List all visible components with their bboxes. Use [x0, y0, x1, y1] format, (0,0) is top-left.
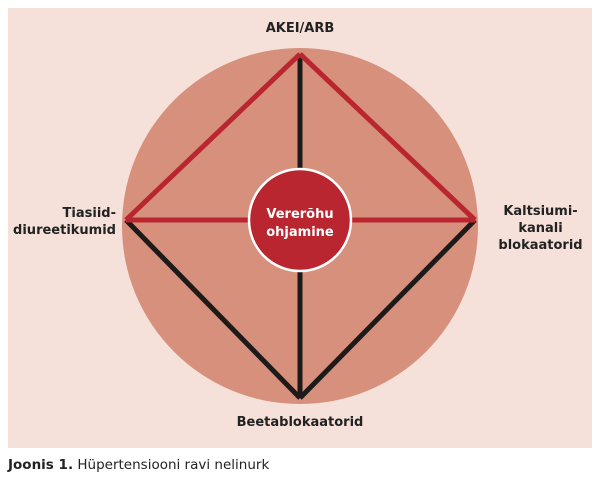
- label-left-line2: diureetikumid: [13, 223, 116, 238]
- label-right: Kaltsiumi- kanali blokaatorid: [488, 203, 593, 254]
- label-right-line3: blokaatorid: [498, 238, 583, 253]
- caption-label: Joonis 1.: [8, 457, 74, 473]
- edge-top-right: [298, 52, 477, 222]
- label-right-line2: kanali: [518, 221, 563, 236]
- center-label-line2: ohjamine: [266, 225, 334, 240]
- label-right-line1: Kaltsiumi-: [503, 204, 578, 219]
- edge-left-bottom: [124, 218, 302, 400]
- label-top: AKEI/ARB: [265, 21, 335, 36]
- center-label-line1: Vererõhu: [266, 207, 333, 222]
- figure-caption: Joonis 1. Hüpertensiooni ravi nelinurk: [8, 457, 269, 473]
- label-left: Tiasiid- diureetikumid: [13, 205, 116, 239]
- edge-top-left: [124, 52, 302, 222]
- center-circle: [247, 167, 353, 273]
- edge-right-bottom: [298, 218, 477, 400]
- label-bottom: Beetablokaatorid: [236, 415, 364, 430]
- caption-text: Hüpertensiooni ravi nelinurk: [73, 457, 270, 473]
- label-left-line1: Tiasiid-: [62, 206, 116, 221]
